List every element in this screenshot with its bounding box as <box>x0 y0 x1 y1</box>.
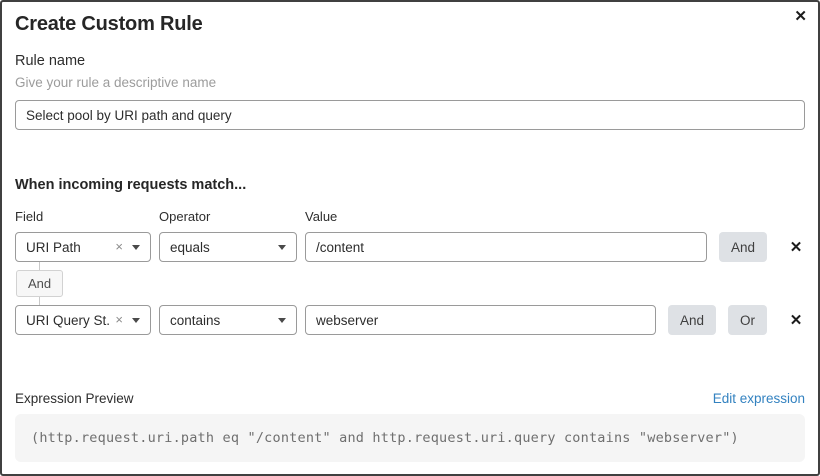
value-input[interactable] <box>305 232 707 262</box>
add-or-condition-button[interactable]: Or <box>728 305 767 335</box>
operator-dropdown[interactable]: equals <box>159 232 297 262</box>
match-section-title: When incoming requests match... <box>15 177 247 193</box>
clear-selection-icon[interactable]: × <box>115 239 123 254</box>
connector-and-chip[interactable]: And <box>16 270 64 297</box>
value-column-label: Value <box>305 209 338 224</box>
dialog-title: Create Custom Rule <box>15 13 203 35</box>
operator-dropdown-value: contains <box>170 312 221 328</box>
expression-preview-header: Expression Preview Edit expression <box>15 391 805 406</box>
rule-name-hint: Give your rule a descriptive name <box>15 75 217 90</box>
field-dropdown-value: URI Path <box>26 239 81 255</box>
add-and-condition-button[interactable]: And <box>667 305 716 335</box>
chevron-down-icon <box>132 244 140 250</box>
expression-code-box: (http.request.uri.path eq "/content" and… <box>15 414 805 462</box>
expression-code: (http.request.uri.path eq "/content" and… <box>31 430 739 446</box>
condition-connector: And <box>15 262 805 305</box>
field-dropdown[interactable]: URI Query St... × <box>15 305 151 335</box>
clear-selection-icon[interactable]: × <box>115 312 123 327</box>
operator-dropdown[interactable]: contains <box>159 305 297 335</box>
edit-expression-link[interactable]: Edit expression <box>712 391 805 406</box>
match-row: URI Path × equals And ✕ <box>15 232 805 262</box>
add-and-condition-button[interactable]: And <box>718 232 767 262</box>
rule-name-input[interactable] <box>15 100 805 130</box>
field-dropdown[interactable]: URI Path × <box>15 232 151 262</box>
field-column-label: Field <box>15 209 44 224</box>
remove-row-icon[interactable]: ✕ <box>789 312 803 329</box>
expression-preview-label: Expression Preview <box>15 391 134 406</box>
field-dropdown-value: URI Query St... <box>26 312 112 328</box>
operator-column-label: Operator <box>159 209 211 224</box>
chevron-down-icon <box>278 244 286 250</box>
remove-row-icon[interactable]: ✕ <box>789 239 803 256</box>
operator-dropdown-value: equals <box>170 239 210 255</box>
match-row: URI Query St... × contains And Or ✕ <box>15 305 805 335</box>
close-icon[interactable]: ✕ <box>794 8 807 25</box>
rule-name-label: Rule name <box>15 53 86 69</box>
chevron-down-icon <box>132 317 140 323</box>
match-column-labels: Field Operator Value <box>15 209 805 225</box>
value-input[interactable] <box>305 305 656 335</box>
chevron-down-icon <box>278 317 286 323</box>
